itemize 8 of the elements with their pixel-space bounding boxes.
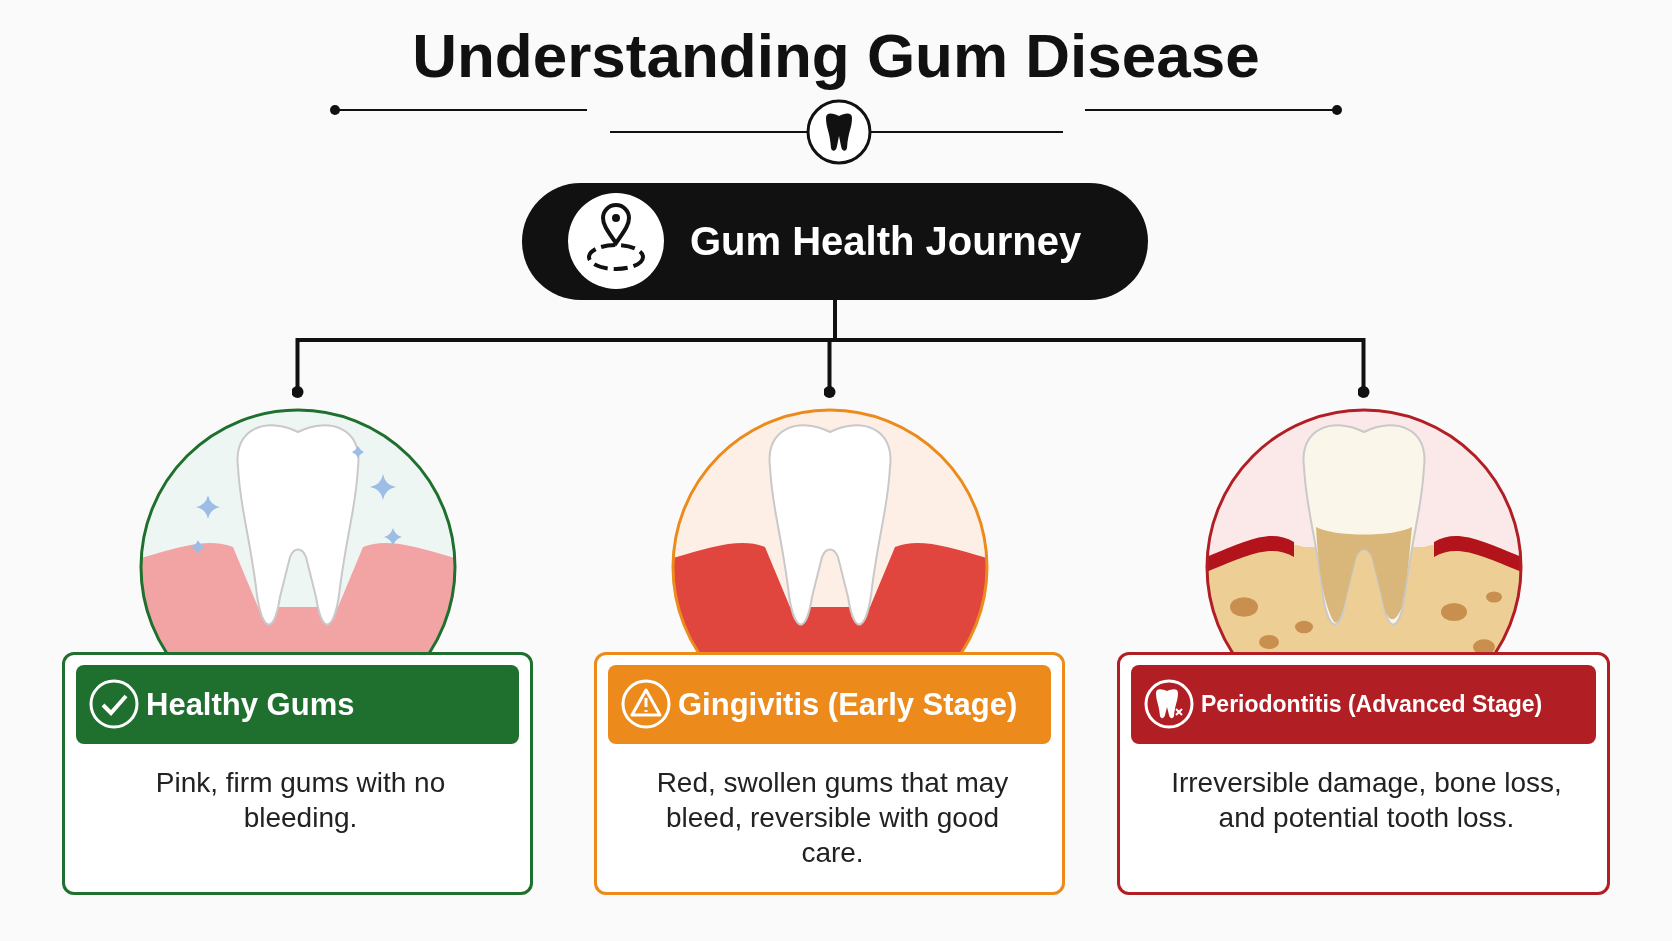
heading: Gum Health Journey: [690, 219, 1082, 264]
stage-description: Red, swollen gums that may bleed, reversible with good care.: [655, 766, 1010, 870]
stage-description: Irreversible damage, bone loss, and potential tooth loss.: [1170, 766, 1563, 835]
stage-heading: Periodontitis (Advanced Stage): [1201, 690, 1543, 719]
stage-description: Pink, firm gums with no bleeding.: [154, 766, 447, 835]
stage-heading: Gingivitis (Early Stage): [678, 686, 1018, 724]
stage-heading: Healthy Gums: [146, 686, 355, 724]
title: Understanding Gum Disease: [411, 22, 1261, 91]
